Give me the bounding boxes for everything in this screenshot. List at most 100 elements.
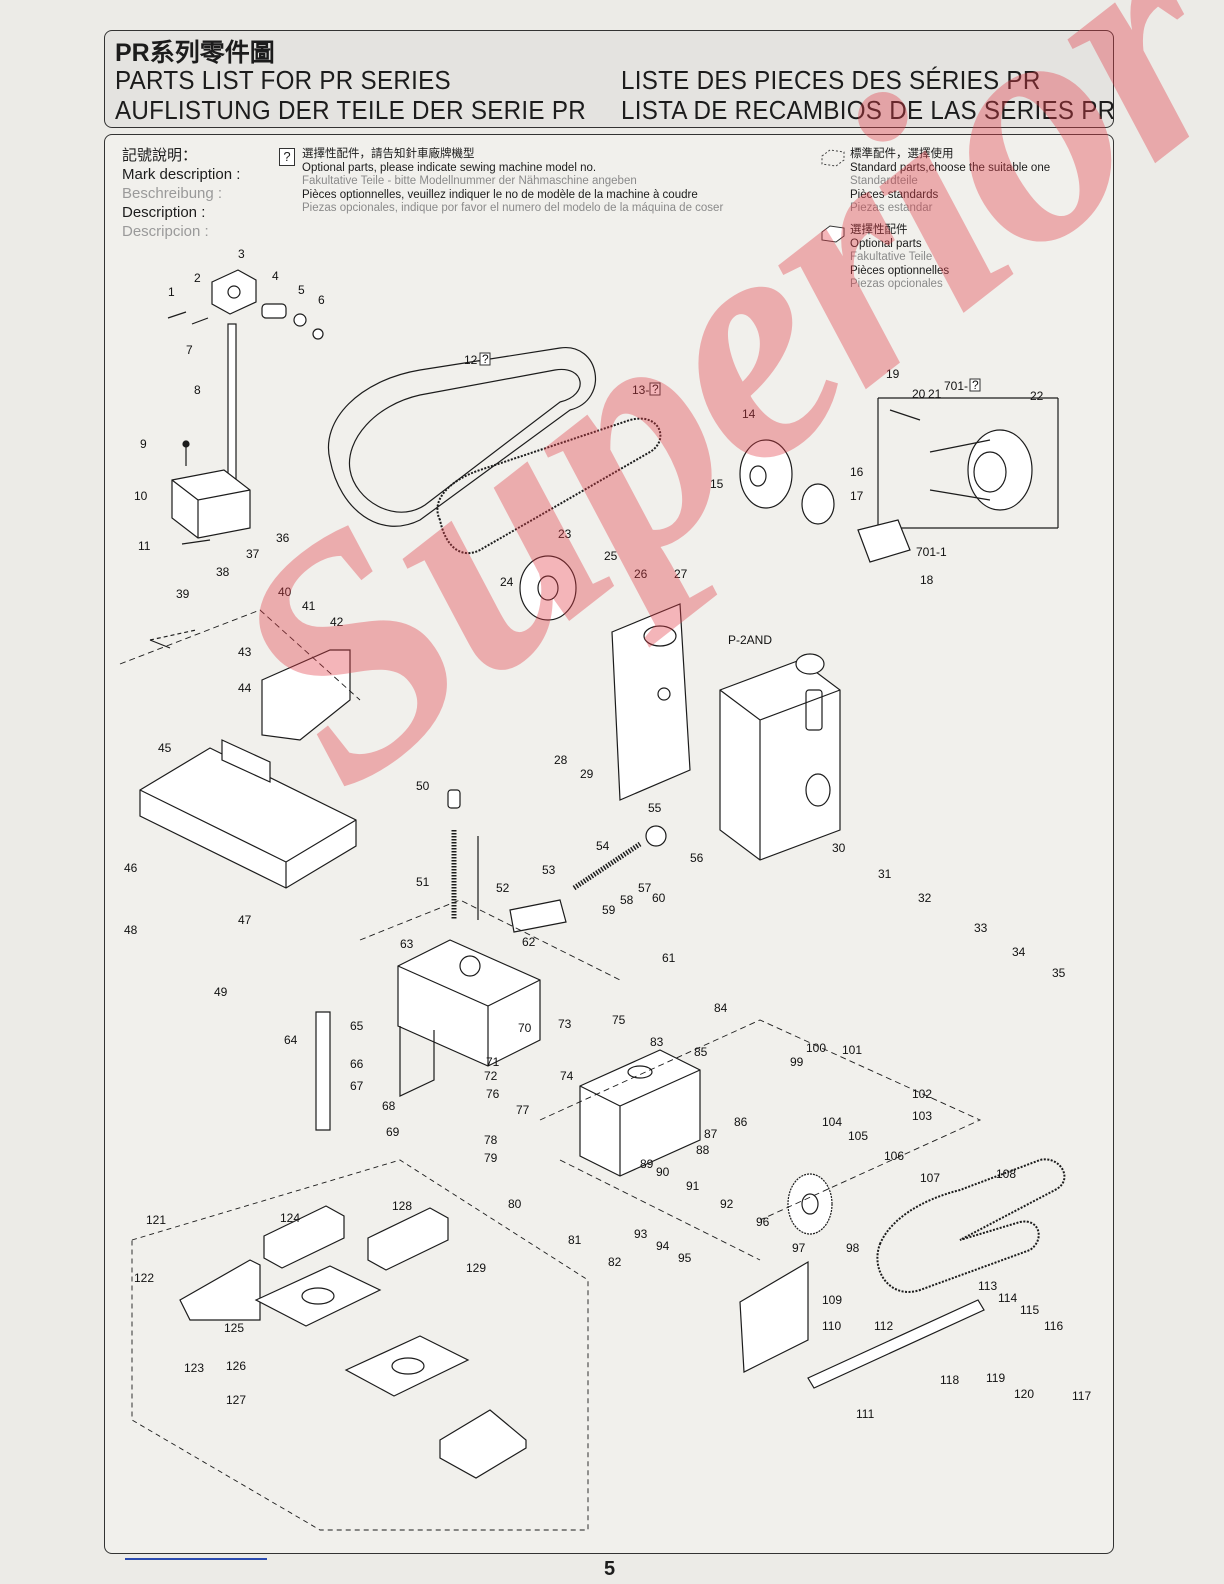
part-label-p35: 35 [1052,966,1066,980]
main-frame [315,939,541,1131]
header-box: PR系列零件圖 PARTS LIST FOR PR SERIES AUFLIST… [104,30,1116,128]
part-label-p2: 2 [194,271,201,285]
part-label-p64: 64 [284,1033,298,1047]
part-label-p41: 41 [302,599,316,613]
motor-housing [611,603,841,861]
part-label-p30: 30 [832,841,846,855]
part-label-p105: 105 [848,1129,868,1143]
belt-108 [876,1158,1066,1293]
part-label-p1: 1 [168,285,175,299]
part-label-p49: 49 [214,985,228,999]
clamp-assembly [167,269,324,545]
part-label-p39: 39 [176,587,190,601]
part-label-p76: 76 [486,1087,500,1101]
part-label-p126: 126 [226,1359,246,1373]
part-label-p116: 116 [1044,1319,1063,1333]
part-label-p28: 28 [554,753,568,767]
part-label-p107: 107 [920,1171,940,1185]
belts [327,347,662,555]
part-label-p42: 42 [330,615,344,629]
part-label-p117: 117 [1072,1389,1091,1403]
part-label-p38: 38 [216,565,230,579]
part-label-p18: 18 [920,573,934,587]
left-mount [139,629,357,889]
legend-standard: 標準配件，選擇使用 Standard parts,choose the suit… [850,148,1051,214]
part-label-p99: 99 [790,1055,804,1069]
part-label-p94: 94 [656,1239,670,1253]
optional-mark-text-p701: ? [972,378,979,392]
part-label-p91: 91 [686,1179,700,1193]
part-label-p118: 118 [940,1373,959,1387]
title-fr: LISTE DES PIECES DES SÉRIES PR [621,65,1041,95]
part-label-p19: 19 [886,367,900,381]
part-label-p100: 100 [806,1041,826,1055]
part-label-p84: 84 [714,1001,728,1015]
part-label-p56: 56 [690,851,704,865]
part-label-p58: 58 [620,893,634,907]
part-label-p74: 74 [560,1069,574,1083]
part-label-p101: 101 [842,1043,862,1057]
part-label-p124: 124 [280,1211,300,1225]
part-label-p9: 9 [140,437,147,451]
part-label-p53: 53 [542,863,556,877]
optional-mark-p12 [479,352,491,366]
part-label-p12: 12- [464,353,481,367]
part-label-p23: 23 [558,527,572,541]
bottom-brackets [131,1159,589,1531]
part-label-p96: 96 [756,1215,770,1229]
rail-112 [807,1299,985,1389]
part-label-p122: 122 [134,1271,154,1285]
part-label-p62: 62 [522,935,536,949]
optional-mark-p701 [969,378,981,392]
part-label-p61: 61 [662,951,676,965]
part-label-p125: 125 [224,1321,244,1335]
part-label-p110: 110 [822,1319,841,1333]
part-label-p54: 54 [596,839,610,853]
part-label-p24: 24 [500,575,514,589]
part-label-p4: 4 [272,269,279,283]
part-label-p2and: P-2AND [728,633,772,647]
footer-line [125,1558,267,1560]
standard-parts-symbol [821,149,845,167]
part-label-p72: 72 [484,1069,498,1083]
part-label-p98: 98 [846,1241,860,1255]
optional-mark-text-p13: ? [652,382,659,396]
part-label-p51: 51 [416,875,430,889]
title-es: LISTA DE RECAMBIOS DE LAS SERIES PR [621,95,1116,125]
pulley-23 [519,555,577,621]
part-label-p32: 32 [918,891,932,905]
part-label-p112: 112 [874,1319,893,1333]
part-label-p95: 95 [678,1251,692,1265]
part-label-p55: 55 [648,801,662,815]
part-label-p97: 97 [792,1241,806,1255]
part-label-p17: 17 [850,489,864,503]
part-label-p121: 121 [146,1213,166,1227]
part-label-p7011: 701-1 [916,545,947,559]
part-label-p120: 120 [1014,1387,1034,1401]
part-label-p43: 43 [238,645,252,659]
optional-mark-p13 [649,382,661,396]
part-label-p8: 8 [194,383,201,397]
part-label-p115: 115 [1020,1303,1039,1317]
part-label-p81: 81 [568,1233,582,1247]
part-label-p80: 80 [508,1197,522,1211]
part-label-p87: 87 [704,1127,718,1141]
plate-109 [739,1260,809,1373]
part-label-p16: 16 [850,465,864,479]
legend-optional: 選擇性配件 Optional parts Fakultative Teile P… [850,224,950,290]
part-label-p68: 68 [382,1099,396,1113]
part-label-p36: 36 [276,531,290,545]
part-label-p21: 21 [928,387,942,401]
optional-ask-symbol: ? [279,148,295,166]
part-label-p15: 15 [710,477,724,491]
optional-mark-text-p12: ? [482,352,489,366]
part-label-p79: 79 [484,1151,498,1165]
legend-mark: 記號說明： Mark description : Beschreibung : … [122,147,241,240]
part-label-p46: 46 [124,861,138,875]
part-label-p73: 73 [558,1017,572,1031]
part-label-p29: 29 [580,767,594,781]
part-label-p75: 75 [612,1013,626,1027]
part-label-p106: 106 [884,1149,904,1163]
part-label-p63: 63 [400,937,414,951]
